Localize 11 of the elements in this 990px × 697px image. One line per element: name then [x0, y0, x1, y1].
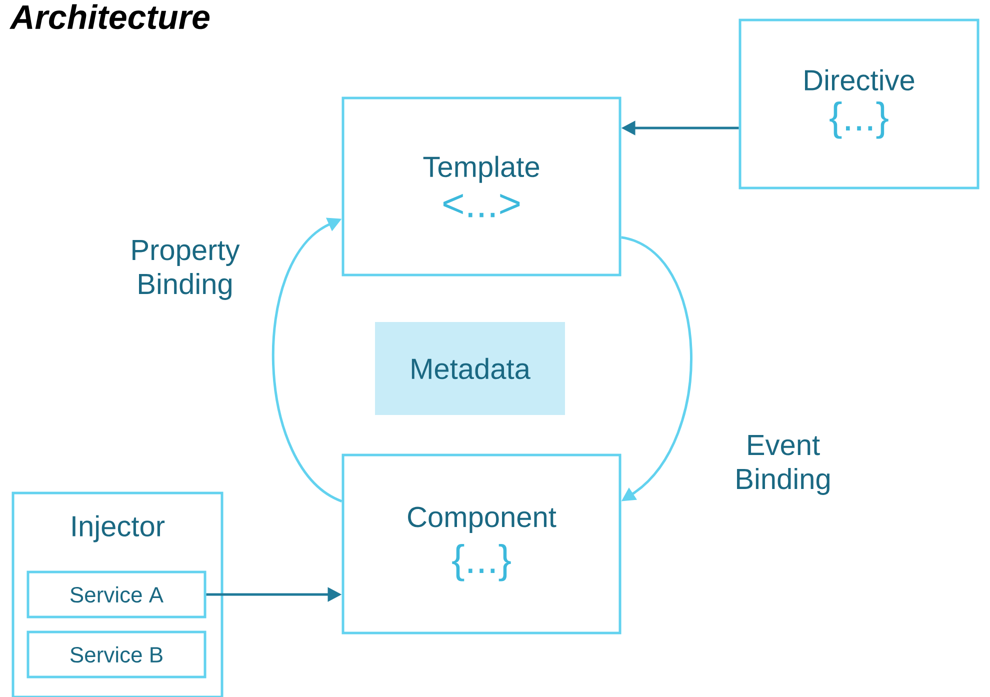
edge-label: Event Binding — [737, 435, 830, 495]
label-box: Metadata — [375, 322, 565, 415]
service-box: Service A — [26, 570, 206, 618]
concept-box: Component {...} — [342, 454, 622, 634]
service-box: Service B — [26, 630, 206, 678]
concept-box: Template <...> — [342, 96, 622, 276]
group-heading: Injector — [72, 515, 165, 542]
concept-box: Directive {...} — [738, 18, 980, 190]
edge-label: Property Binding — [132, 240, 240, 300]
arrow — [272, 218, 342, 502]
title: Architecture — [10, 4, 210, 30]
